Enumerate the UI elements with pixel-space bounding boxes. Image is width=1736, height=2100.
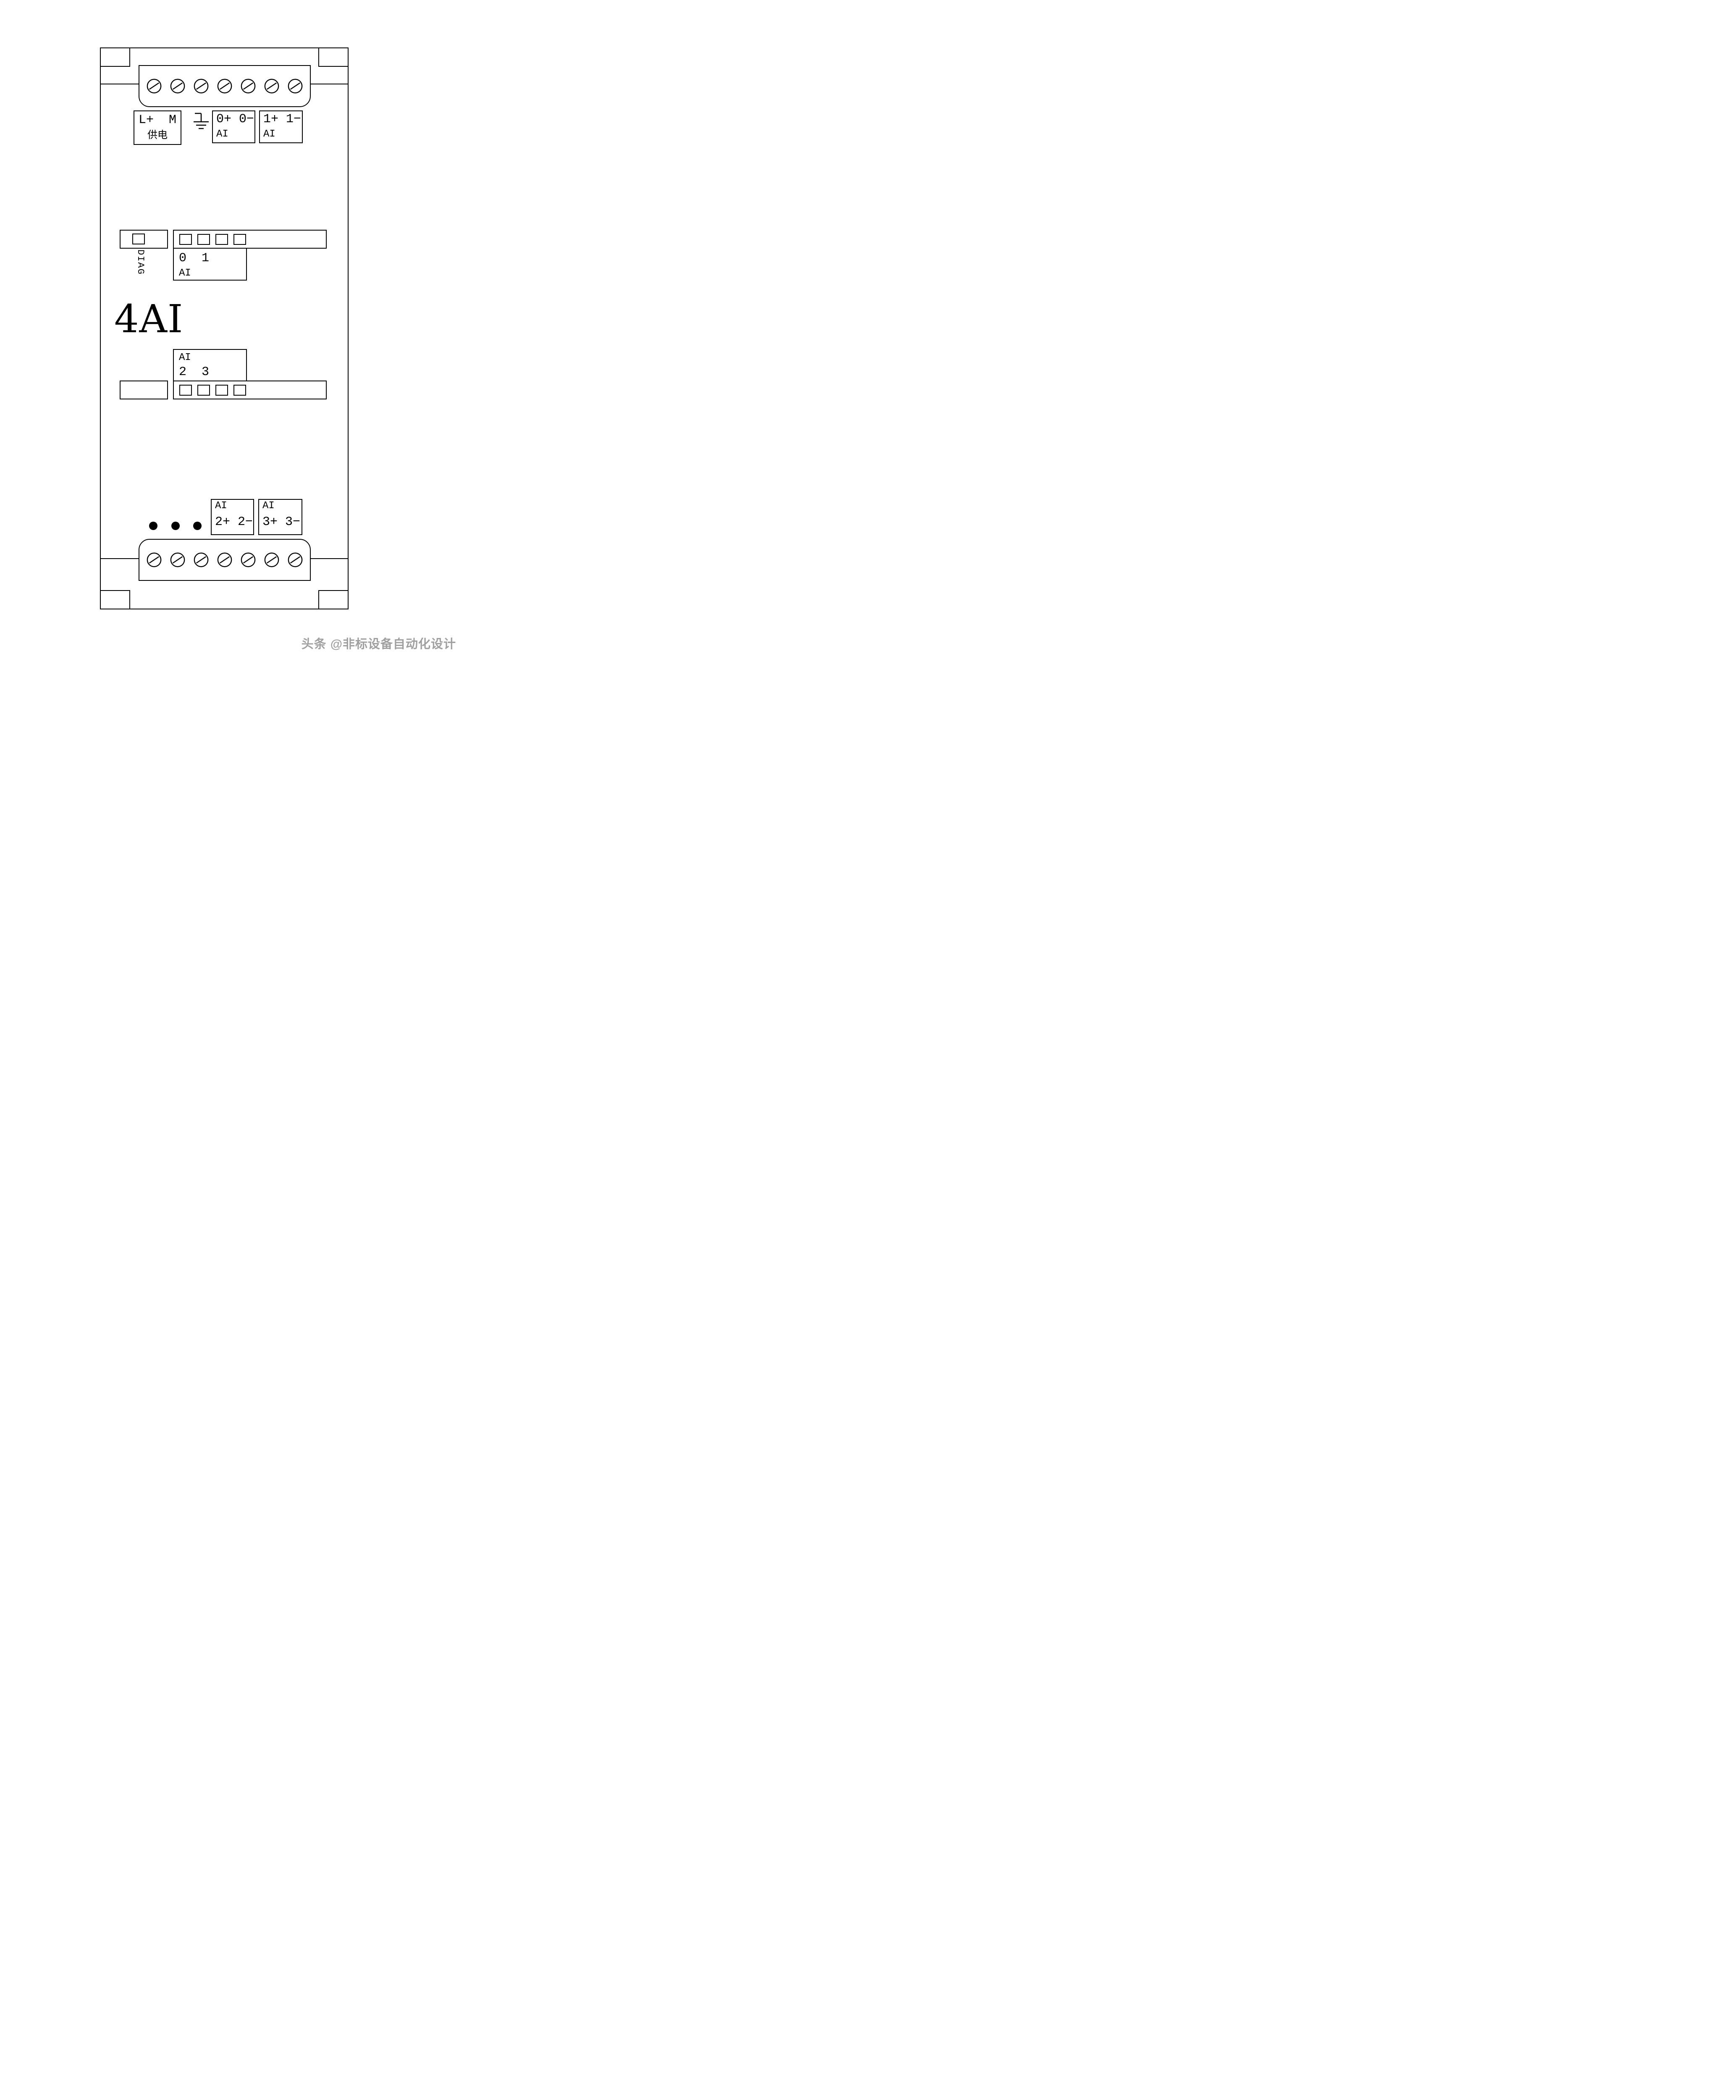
ai1-caption: AI — [263, 129, 275, 140]
screw-icon — [217, 78, 233, 94]
ai1-terminal-box: 1+ 1− AI — [259, 110, 303, 143]
lower-left-led-box — [120, 381, 168, 399]
screw-icon — [170, 552, 186, 568]
bottom-terminal-cover — [139, 539, 311, 581]
watermark: 头条 @非标设备自动化设计 — [301, 638, 456, 651]
channel-led-icon — [233, 384, 246, 396]
mounting-tab-top-right-icon — [318, 47, 349, 67]
channel-led-icon — [215, 384, 228, 396]
terminal-dot-icon — [149, 522, 157, 530]
diag-led-icon — [132, 234, 145, 244]
upper-led-bar — [173, 230, 327, 249]
bottom-screw-row — [139, 540, 310, 580]
screw-icon — [264, 78, 280, 94]
lower-led-bar — [173, 381, 327, 399]
channel-led-icon — [197, 384, 210, 396]
screw-icon — [146, 78, 162, 94]
terminal-dot-icon — [193, 522, 202, 530]
channel-led-icon — [197, 234, 210, 245]
ai3-terminal-box: AI 3+ 3− — [258, 499, 302, 535]
ai2-terminal-labels: 2+ 2− — [215, 515, 253, 529]
panel-edge-line-bottom-left — [100, 558, 139, 559]
upper-channel-caption: AI — [179, 268, 191, 279]
mounting-tab-top-left-icon — [100, 47, 130, 67]
top-screw-row — [139, 66, 310, 106]
channel-led-icon — [233, 234, 246, 245]
screw-icon — [240, 78, 256, 94]
screw-icon — [170, 78, 186, 94]
wiring-diagram-page: L+ M 供电 0+ 0− AI 1+ 1− AI DIAG 0 1 AI 4A… — [0, 0, 462, 654]
ai0-terminal-box: 0+ 0− AI — [212, 110, 255, 143]
ai0-caption: AI — [216, 129, 228, 140]
screw-icon — [287, 552, 303, 568]
top-terminal-cover — [139, 65, 311, 107]
module-title: 4AI — [114, 297, 184, 341]
power-caption: 供电 — [147, 130, 168, 142]
channel-led-icon — [179, 384, 192, 396]
lower-channel-caption: AI — [179, 352, 191, 363]
screw-icon — [193, 552, 209, 568]
lower-channel-numbers: 2 3 — [179, 365, 210, 379]
upper-channel-numbers: 0 1 — [179, 251, 210, 265]
ai2-terminal-box: AI 2+ 2− — [211, 499, 254, 535]
screw-icon — [287, 78, 303, 94]
screw-icon — [217, 552, 233, 568]
mounting-tab-bottom-right-icon — [318, 590, 349, 609]
screw-icon — [146, 552, 162, 568]
ai0-terminal-labels: 0+ 0− — [216, 112, 254, 126]
diag-label: DIAG — [135, 249, 146, 275]
power-terminal-box: L+ M 供电 — [134, 110, 181, 145]
terminal-dot-icon — [171, 522, 180, 530]
ai3-caption: AI — [262, 500, 275, 512]
lower-channel-label-box: AI 2 3 — [173, 349, 247, 381]
ai3-terminal-labels: 3+ 3− — [262, 515, 301, 529]
ai1-terminal-labels: 1+ 1− — [263, 112, 302, 126]
screw-icon — [240, 552, 256, 568]
terminal-dots-row — [149, 522, 202, 530]
power-terminal-labels: L+ M — [138, 113, 176, 127]
channel-led-icon — [215, 234, 228, 245]
channel-led-icon — [179, 234, 192, 245]
earth-icon — [191, 111, 209, 132]
screw-icon — [193, 78, 209, 94]
panel-edge-line-bottom-right — [310, 558, 348, 559]
mounting-tab-bottom-left-icon — [100, 590, 130, 609]
screw-icon — [264, 552, 280, 568]
diag-led-box — [120, 230, 168, 249]
ai2-caption: AI — [215, 500, 227, 512]
upper-channel-label-box: 0 1 AI — [173, 249, 247, 281]
